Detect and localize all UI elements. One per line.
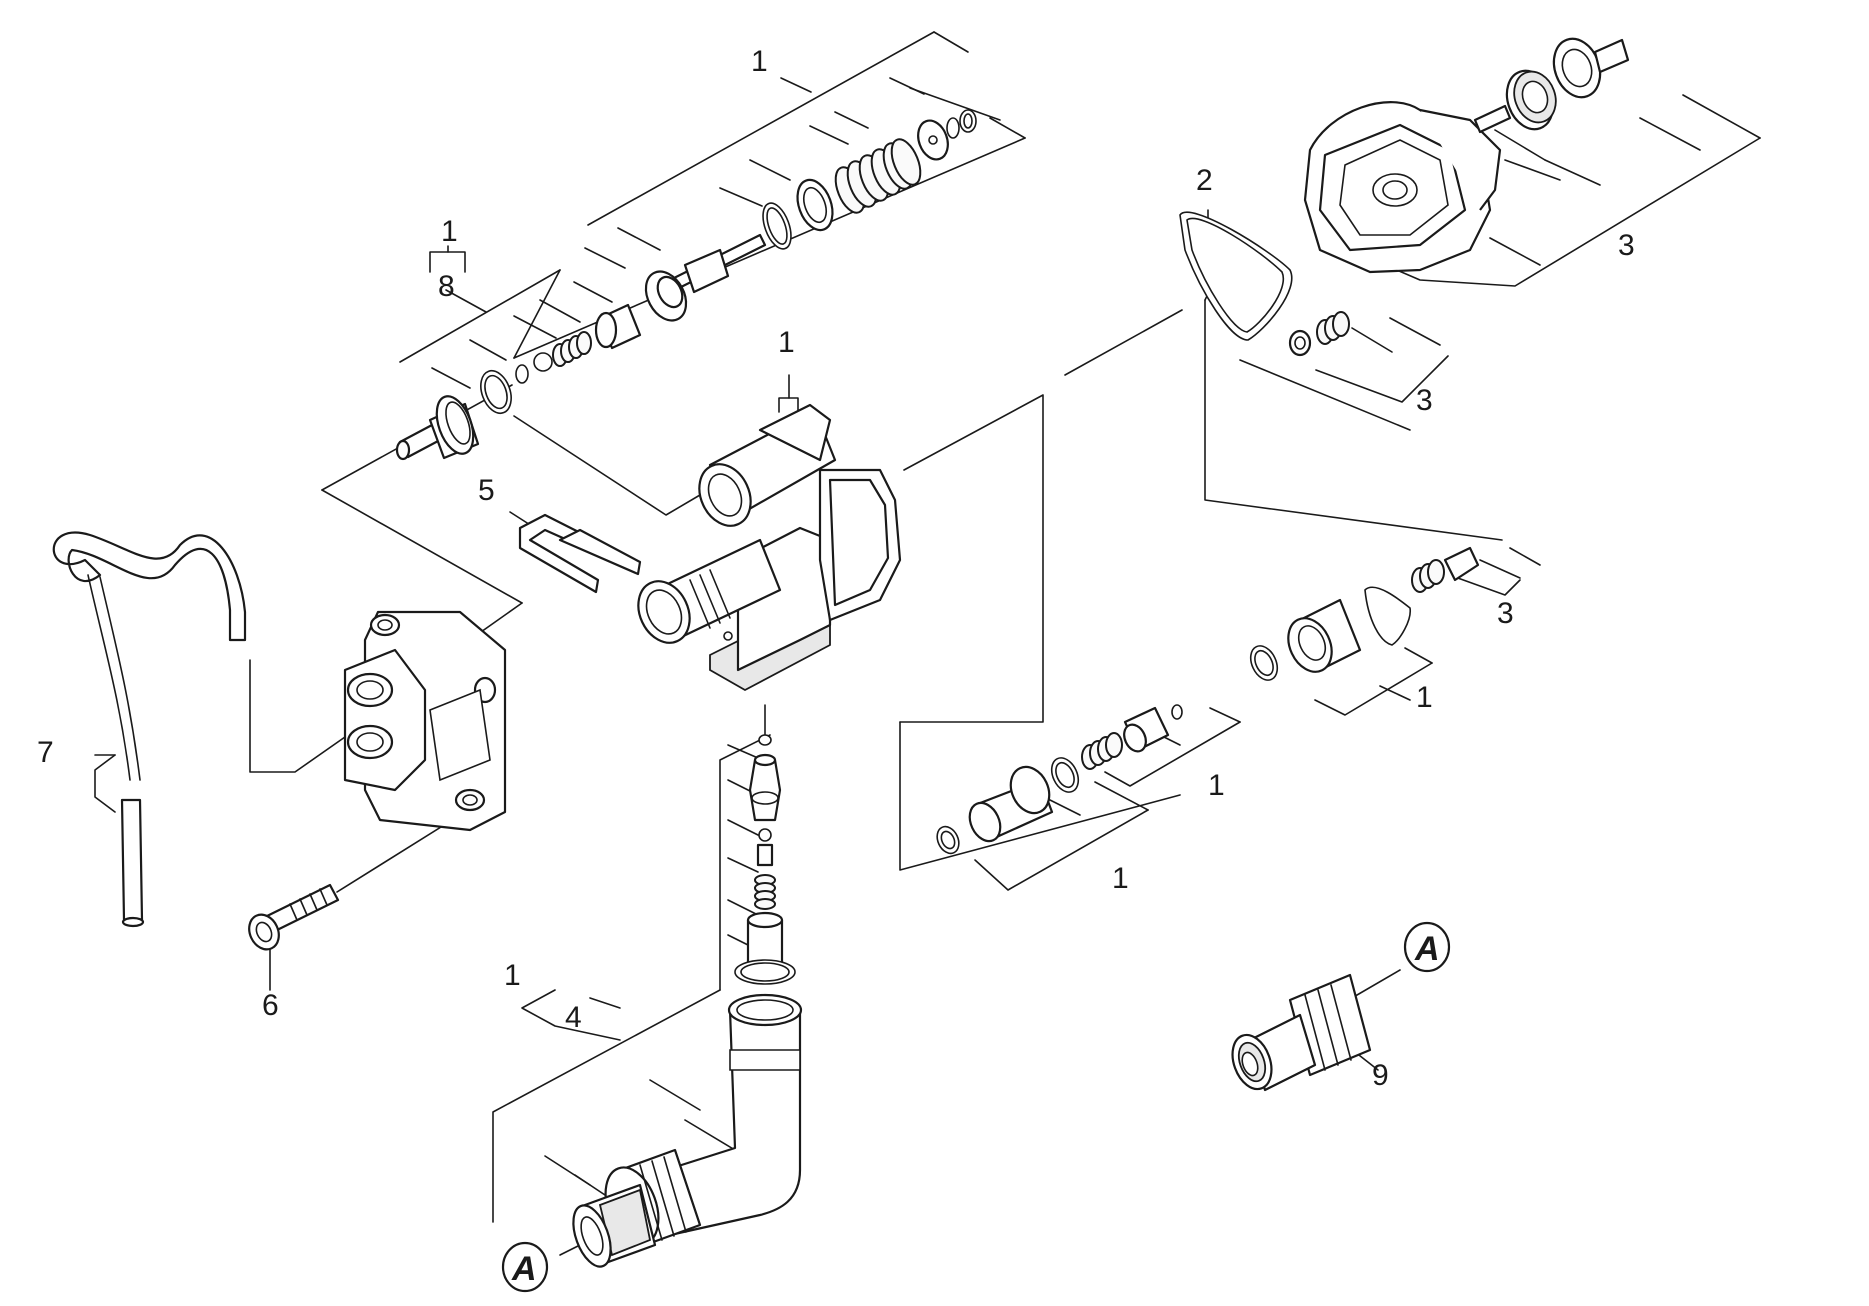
callout-label: 7 — [37, 736, 54, 769]
callout-label: 1 — [1416, 681, 1433, 714]
small-ring — [946, 117, 960, 139]
reference-marker-a-top — [1403, 921, 1451, 973]
spring — [834, 138, 922, 214]
callout-label: 1 — [441, 215, 458, 248]
callout-label: 3 — [1416, 384, 1433, 417]
top-valve-parts — [644, 109, 977, 322]
piston-rod — [644, 233, 767, 322]
callout-label: 6 — [262, 989, 279, 1022]
retaining-clip — [518, 513, 642, 594]
callout-label: 1 — [1112, 862, 1129, 895]
leader-lines — [94, 31, 1761, 1256]
spring-vertical — [754, 874, 776, 910]
callout-label: 2 — [1196, 164, 1213, 197]
callout-label: 1 — [1208, 769, 1225, 802]
callout-label: 9 — [1372, 1059, 1389, 1092]
check-valve-stack — [734, 734, 796, 985]
spring-small — [552, 331, 592, 367]
cylinder-head — [1303, 37, 1630, 274]
reference-label: A — [511, 1250, 537, 1288]
pump-head-housing — [637, 403, 902, 692]
pressure-valve — [1249, 546, 1480, 681]
valve-spring-small — [1288, 311, 1350, 357]
hose-coupling — [1231, 973, 1372, 1092]
callout-label: 8 — [438, 270, 455, 303]
callout-label: 3 — [1497, 597, 1514, 630]
callout-label: 1 — [778, 326, 795, 359]
drain-hose — [52, 531, 247, 928]
pump-flange — [343, 610, 507, 832]
socket-screw — [248, 883, 340, 951]
callout-label: 3 — [1618, 229, 1635, 262]
bypass-valve — [936, 704, 1183, 855]
reference-marker-a-bottom — [501, 1241, 549, 1293]
callout-label: 1 — [751, 45, 768, 78]
valve-insert-parts — [395, 303, 642, 461]
callout-label: 5 — [478, 474, 495, 507]
bracket — [429, 251, 466, 273]
reference-label: A — [1414, 930, 1440, 968]
callout-label: 1 — [504, 959, 521, 992]
elbow-connector — [572, 993, 803, 1268]
callout-labels: 1 1 8 1 5 7 6 1 4 2 3 3 3 1 1 1 9 A A — [37, 45, 1635, 1288]
callout-label: 4 — [565, 1001, 582, 1034]
